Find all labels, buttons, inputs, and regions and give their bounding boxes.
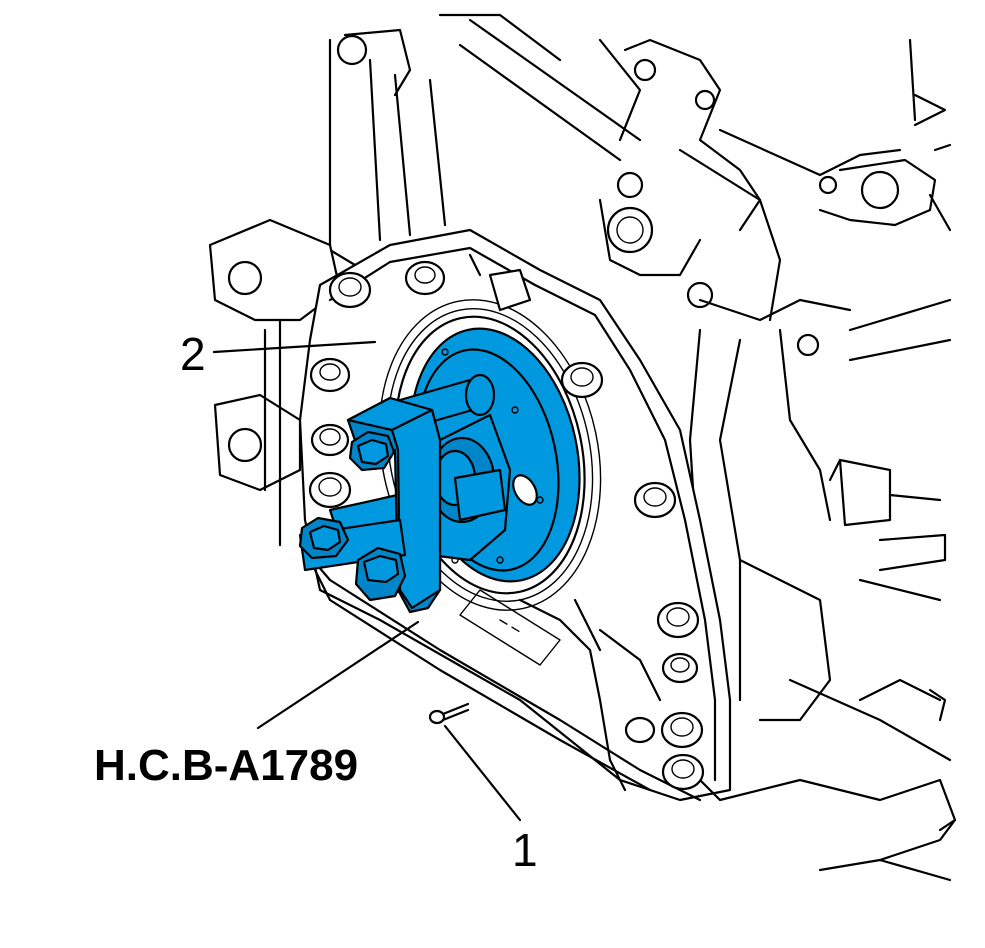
tool-part-number: H.C.B-A1789 [94, 741, 358, 790]
bolt-1 [328, 271, 372, 309]
callout-1: 1 [512, 824, 538, 876]
bolt-4 [310, 423, 350, 457]
bolt-9 [661, 652, 699, 684]
bolt-7 [633, 481, 677, 519]
bolt-6 [560, 361, 604, 399]
bolt-5 [308, 471, 352, 509]
engine-block [328, 13, 957, 882]
bolt-8 [656, 601, 700, 639]
bolt-11 [661, 753, 705, 791]
bolt-10 [660, 711, 704, 749]
cover-bolts [308, 260, 705, 791]
leader-line-1 [443, 724, 522, 822]
callout-2: 2 [180, 328, 206, 380]
bolt-2 [404, 260, 446, 296]
seal-installer-tool [298, 327, 581, 614]
left-flange [208, 218, 342, 547]
leader-line-2 [212, 340, 377, 354]
mounting-screw [428, 702, 470, 725]
bolt-3 [309, 357, 351, 393]
bolt-12 [624, 716, 656, 744]
leader-line-tool [256, 620, 420, 730]
